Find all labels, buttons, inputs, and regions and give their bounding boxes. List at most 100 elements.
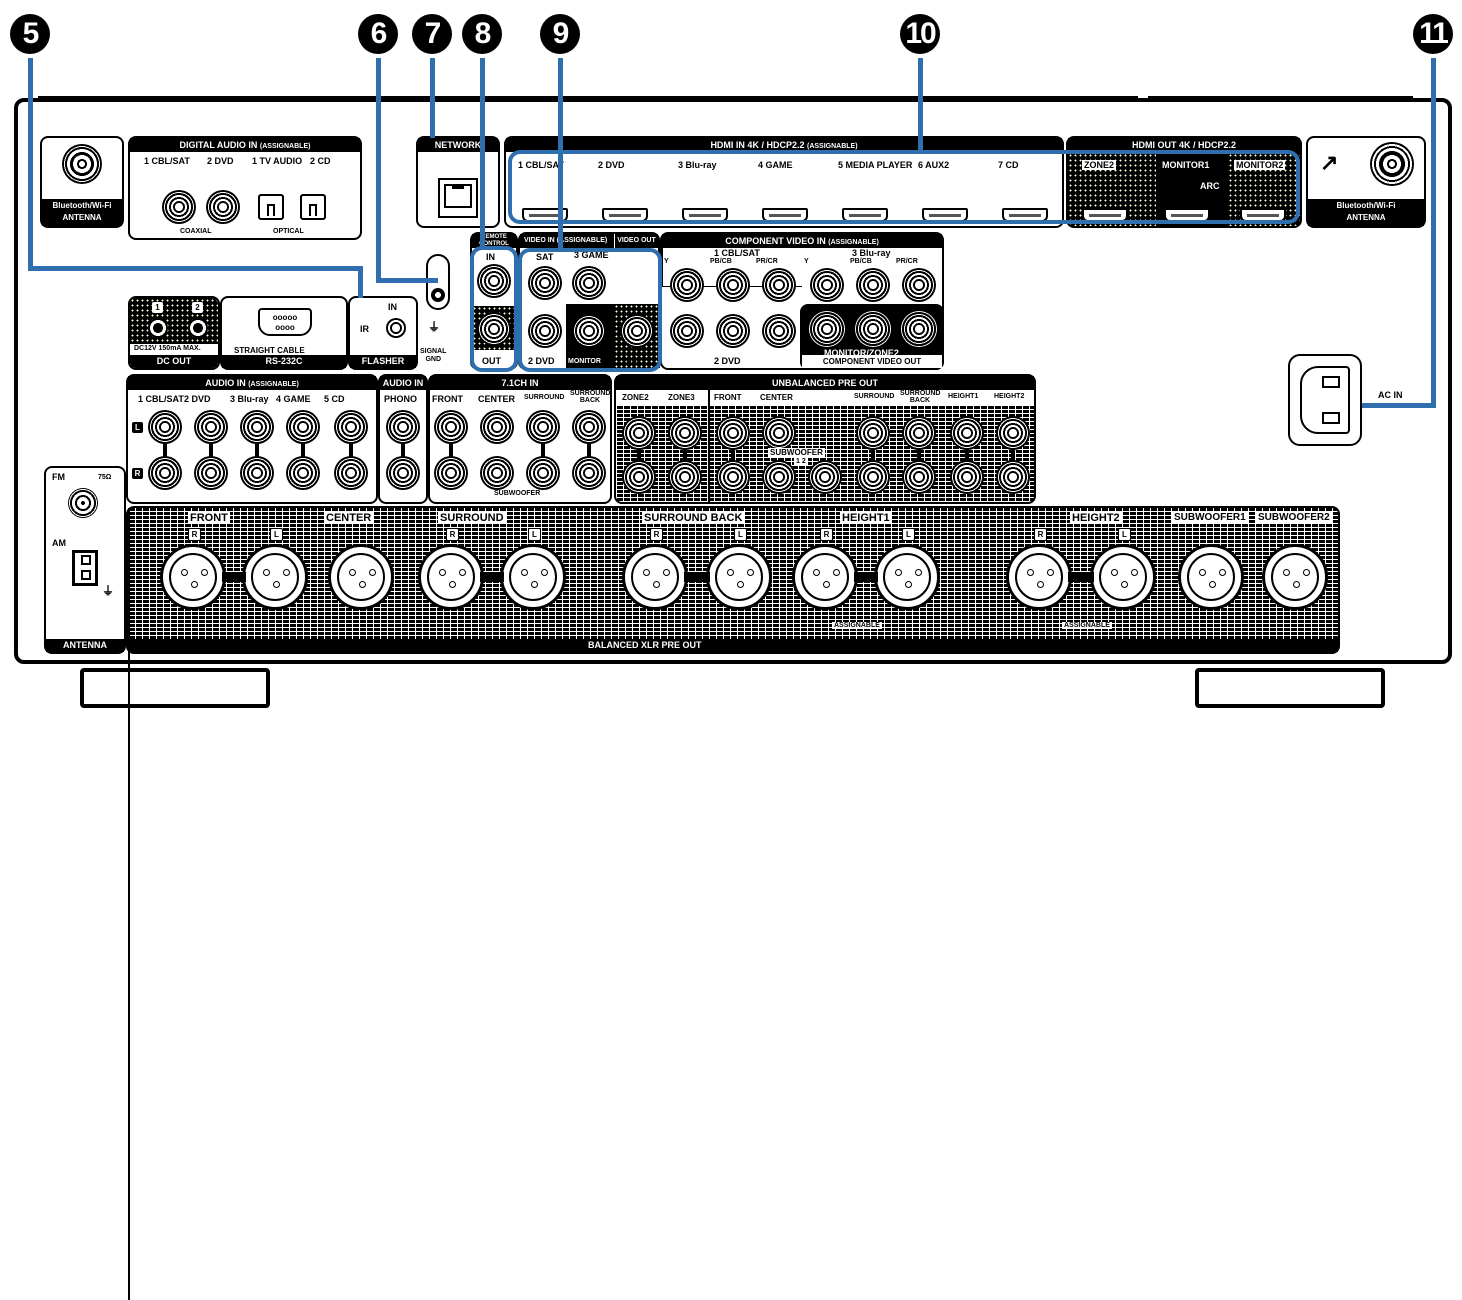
video-in-jack-icon[interactable] — [528, 314, 562, 348]
component-out-jack-icon[interactable] — [856, 312, 890, 346]
xlr-jack-icon[interactable] — [328, 544, 394, 610]
xlr-jack-icon[interactable] — [1178, 544, 1244, 610]
remote-in-jack-icon[interactable] — [477, 264, 511, 298]
remote-out-jack-icon[interactable] — [477, 312, 511, 346]
unbal-jack-icon[interactable] — [902, 416, 936, 450]
antenna-connector-icon[interactable] — [1370, 142, 1414, 186]
audio-in-l-jack-icon[interactable] — [148, 410, 182, 444]
ch71-jack-icon[interactable] — [572, 456, 606, 490]
optical-jack-icon[interactable] — [258, 194, 284, 220]
unbal-subwoofer2-jack-icon[interactable] — [808, 460, 842, 494]
component-in-jack-icon[interactable] — [762, 314, 796, 348]
phono-l-jack-icon[interactable] — [386, 410, 420, 444]
am-antenna-terminal-icon[interactable] — [72, 550, 98, 586]
component-out-jack-icon[interactable] — [810, 312, 844, 346]
unbal-zone-jack-icon[interactable] — [622, 416, 656, 450]
ch71-jack-icon[interactable] — [434, 456, 468, 490]
antenna-connector-icon[interactable] — [62, 144, 102, 184]
xlr-pin — [737, 581, 744, 588]
coaxial-label: COAXIAL — [180, 228, 212, 235]
xlr-jack-icon[interactable] — [418, 544, 484, 610]
component-in-jack-icon[interactable] — [810, 268, 844, 302]
hdmi-out-port-monitor2[interactable] — [1240, 208, 1286, 222]
xlr-pin — [201, 569, 208, 576]
ir-flasher-jack-icon[interactable] — [386, 318, 406, 338]
component-in-jack-icon[interactable] — [716, 268, 750, 302]
bt-antenna-left: Bluetooth/Wi-Fi ANTENNA — [40, 136, 124, 228]
xlr-jack-icon[interactable] — [242, 544, 308, 610]
dc-out-jack-icon[interactable] — [148, 318, 168, 338]
audio-in-r-jack-icon[interactable] — [148, 456, 182, 490]
audio-in-r-jack-icon[interactable] — [334, 456, 368, 490]
unbal-jack-icon[interactable] — [856, 460, 890, 494]
ac-in-inlet[interactable] — [1288, 354, 1362, 446]
rs232c-title: RS-232C — [222, 355, 346, 368]
xlr-pin — [1209, 581, 1216, 588]
unbal-zone-jack-icon[interactable] — [622, 460, 656, 494]
optical-jack-icon[interactable] — [300, 194, 326, 220]
component-out-jack-icon[interactable] — [902, 312, 936, 346]
coaxial-jack-icon[interactable] — [206, 190, 240, 224]
component-in-jack-icon[interactable] — [670, 314, 704, 348]
audio-in-l-jack-icon[interactable] — [334, 410, 368, 444]
unbal-jack-icon[interactable] — [856, 416, 890, 450]
unbal-jack-icon[interactable] — [716, 416, 750, 450]
component-in-jack-icon[interactable] — [902, 268, 936, 302]
audio-in-l-jack-icon[interactable] — [194, 410, 228, 444]
xlr-divider — [128, 1036, 130, 1168]
xlr-jack-icon[interactable] — [792, 544, 858, 610]
unbal-jack-icon[interactable] — [996, 416, 1030, 450]
xlr-divider — [128, 904, 130, 1036]
unbal-jack-icon[interactable] — [902, 460, 936, 494]
coaxial-jack-icon[interactable] — [162, 190, 196, 224]
ch71-jack-icon[interactable] — [526, 410, 560, 444]
unbal-jack-icon[interactable] — [762, 460, 796, 494]
unbal-jack-icon[interactable] — [950, 460, 984, 494]
video-out-monitor-jack-icon[interactable] — [572, 314, 606, 348]
fm-antenna-connector-icon[interactable] — [68, 488, 98, 518]
dc-out-jack-icon[interactable] — [188, 318, 208, 338]
ch71-jack-icon[interactable] — [572, 410, 606, 444]
component-in-jack-icon[interactable] — [670, 268, 704, 302]
xlr-group-label: CENTER — [324, 512, 374, 524]
hdmi-in-port[interactable] — [842, 208, 888, 222]
xlr-jack-icon[interactable] — [1262, 544, 1328, 610]
ch71-jack-icon[interactable] — [480, 456, 514, 490]
unbal-zone-jack-icon[interactable] — [668, 416, 702, 450]
xlr-group-label: HEIGHT1 — [840, 512, 892, 524]
unbal-jack-icon[interactable] — [950, 416, 984, 450]
xlr-jack-icon[interactable] — [1090, 544, 1156, 610]
xlr-jack-icon[interactable] — [706, 544, 772, 610]
xlr-jack-icon[interactable] — [500, 544, 566, 610]
digital-input-label: 1 CBL/SAT — [144, 156, 190, 166]
component-out-label: MONITOR/ZONE2 — [824, 348, 899, 358]
audio-in-l-jack-icon[interactable] — [240, 410, 274, 444]
unbal-jack-icon[interactable] — [762, 416, 796, 450]
component-in-jack-icon[interactable] — [716, 314, 750, 348]
xlr-jack-icon[interactable] — [160, 544, 226, 610]
ethernet-port-icon[interactable] — [438, 178, 478, 218]
audio-in-r-jack-icon[interactable] — [240, 456, 274, 490]
xlr-jack-icon[interactable] — [622, 544, 688, 610]
xlr-left-label: L — [1118, 528, 1131, 541]
video-in-jack-icon[interactable] — [572, 266, 606, 300]
xlr-jack-icon[interactable] — [1006, 544, 1072, 610]
audio-in-l-jack-icon[interactable] — [286, 410, 320, 444]
ch71-jack-icon[interactable] — [434, 410, 468, 444]
ch71-channel-label: CENTER — [478, 394, 516, 404]
balanced-xlr-title: BALANCED XLR PRE OUT — [128, 639, 1338, 652]
xlr-jack-icon[interactable] — [874, 544, 940, 610]
unbal-zone-jack-icon[interactable] — [668, 460, 702, 494]
audio-in-r-jack-icon[interactable] — [194, 456, 228, 490]
video-in-jack-icon[interactable] — [528, 266, 562, 300]
audio-in-r-jack-icon[interactable] — [286, 456, 320, 490]
unbal-jack-icon[interactable] — [716, 460, 750, 494]
ch71-jack-icon[interactable] — [526, 456, 560, 490]
unbal-jack-icon[interactable] — [996, 460, 1030, 494]
component-in-jack-icon[interactable] — [856, 268, 890, 302]
video-out-zone2-jack-icon[interactable] — [620, 314, 654, 348]
ch71-jack-icon[interactable] — [480, 410, 514, 444]
component-in-jack-icon[interactable] — [762, 268, 796, 302]
phono-r-jack-icon[interactable] — [386, 456, 420, 490]
